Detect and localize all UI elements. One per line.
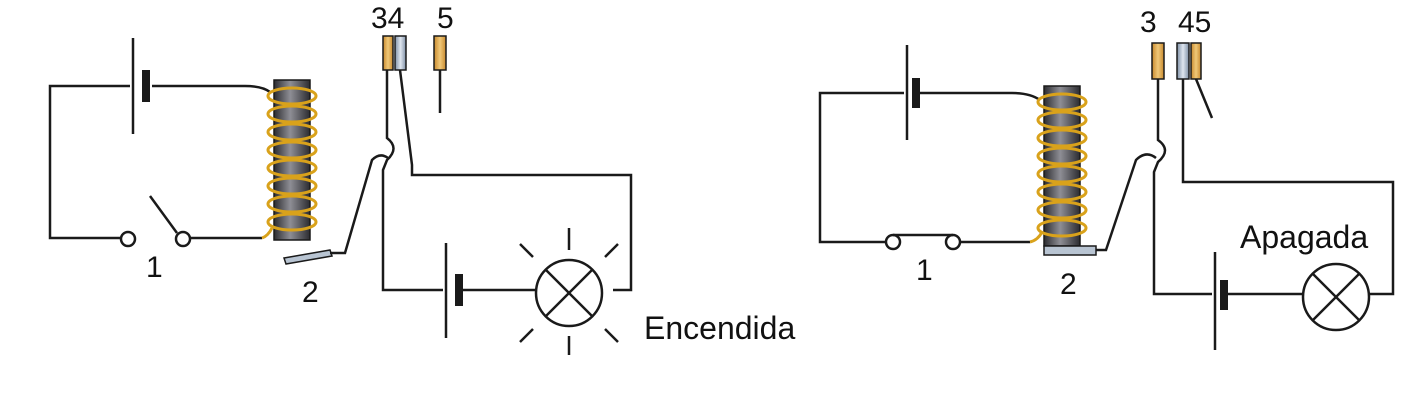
left-control-battery-icon xyxy=(131,38,150,134)
left-lamp-state-label: Encendida xyxy=(644,310,795,346)
right-switch-closed-icon[interactable] xyxy=(884,233,962,251)
right-control-battery-icon xyxy=(905,45,920,140)
left-armature-label: 2 xyxy=(302,276,319,309)
left-lamp-on-icon xyxy=(519,228,619,355)
left-control-wires xyxy=(48,84,271,240)
left-circuit: 1 2 xyxy=(48,2,795,355)
right-armature-label: 2 xyxy=(1060,268,1077,301)
right-switch-label: 1 xyxy=(916,254,933,287)
right-electromagnet-icon xyxy=(1029,85,1088,247)
right-armature-icon xyxy=(1043,153,1157,256)
left-contacts-34-label: 34 xyxy=(371,2,404,35)
right-control-wires xyxy=(818,91,1041,244)
right-load-wires xyxy=(1152,79,1395,296)
left-contact-5-icon xyxy=(433,35,447,113)
left-contact-34-icon xyxy=(382,35,407,71)
right-lamp-state-label: Apagada xyxy=(1240,219,1368,255)
left-load-battery-icon xyxy=(444,243,463,338)
right-circuit: 1 2 xyxy=(818,6,1395,350)
right-contact-3-label: 3 xyxy=(1140,6,1157,39)
right-load-battery-icon xyxy=(1213,252,1228,350)
left-switch-label: 1 xyxy=(146,251,163,284)
left-armature-icon xyxy=(283,154,389,265)
left-contact-5-label: 5 xyxy=(437,2,454,35)
right-contacts-45-label: 45 xyxy=(1178,6,1211,39)
left-electromagnet-icon xyxy=(261,79,318,241)
right-contact-3-icon xyxy=(1151,42,1165,80)
left-switch-open-icon[interactable] xyxy=(119,195,192,248)
right-lamp-off-icon xyxy=(1301,262,1371,332)
left-load-wires xyxy=(381,69,633,292)
